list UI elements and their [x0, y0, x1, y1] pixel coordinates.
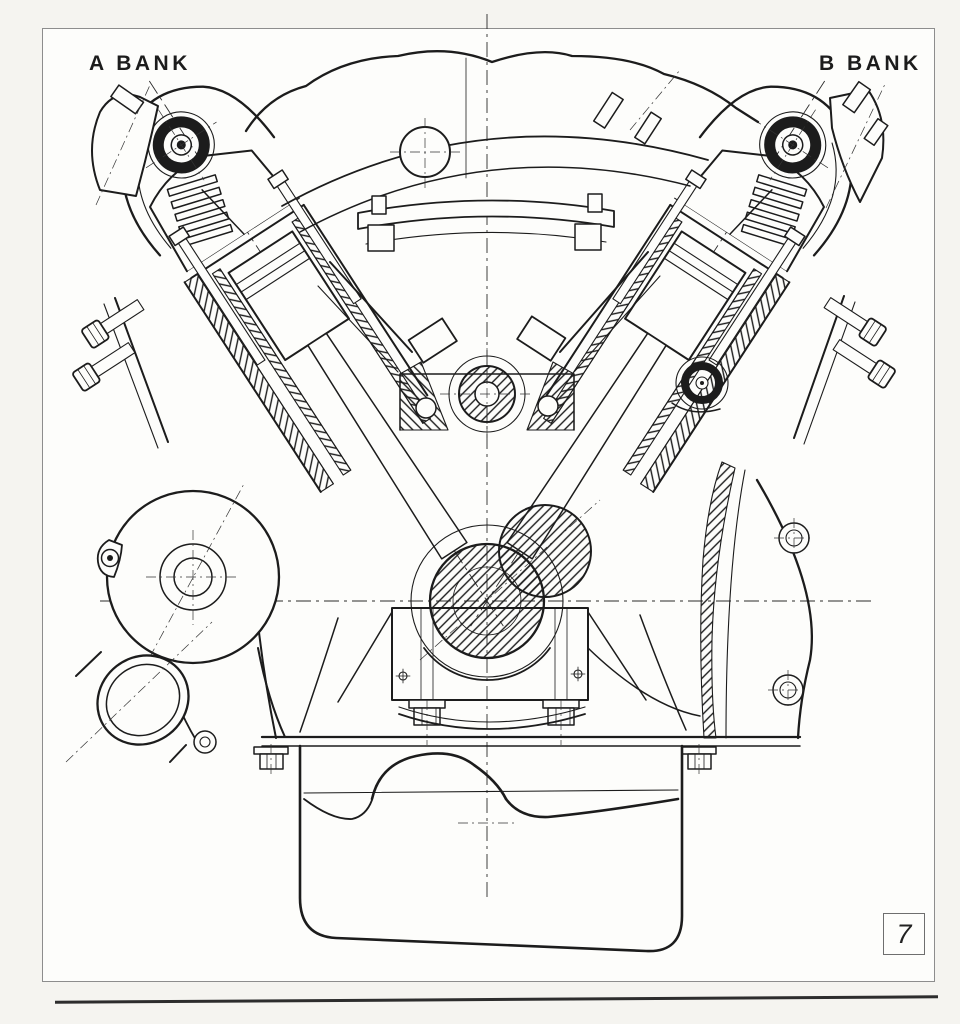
- bank-a-label: A BANK: [89, 52, 191, 75]
- oil-sump: [298, 744, 684, 953]
- bank-b-outboard-bolts: [793, 295, 896, 445]
- sump-arch: [370, 752, 508, 801]
- auxiliary-drive-gear: [671, 356, 729, 413]
- left-bracket: [91, 84, 159, 206]
- bank-a-outboard-bolts: [72, 297, 169, 449]
- sump-baffle: [504, 797, 680, 819]
- crank-journal: [428, 542, 546, 660]
- intake-manifold: [244, 50, 760, 252]
- centerlines: [100, 14, 872, 900]
- bank-b-label: B BANK: [819, 52, 922, 75]
- figure-number-box: 7: [883, 913, 925, 955]
- right-bracket: [825, 80, 889, 209]
- valley-edges: [317, 251, 661, 373]
- sump-flange: [253, 735, 802, 775]
- figure-number: 7: [896, 918, 912, 949]
- front-cover: [65, 481, 286, 763]
- jackshaft: [399, 315, 575, 440]
- inlet-pipe: [96, 654, 190, 746]
- crankshaft: [410, 504, 592, 678]
- main-bearing-cap: [299, 607, 701, 745]
